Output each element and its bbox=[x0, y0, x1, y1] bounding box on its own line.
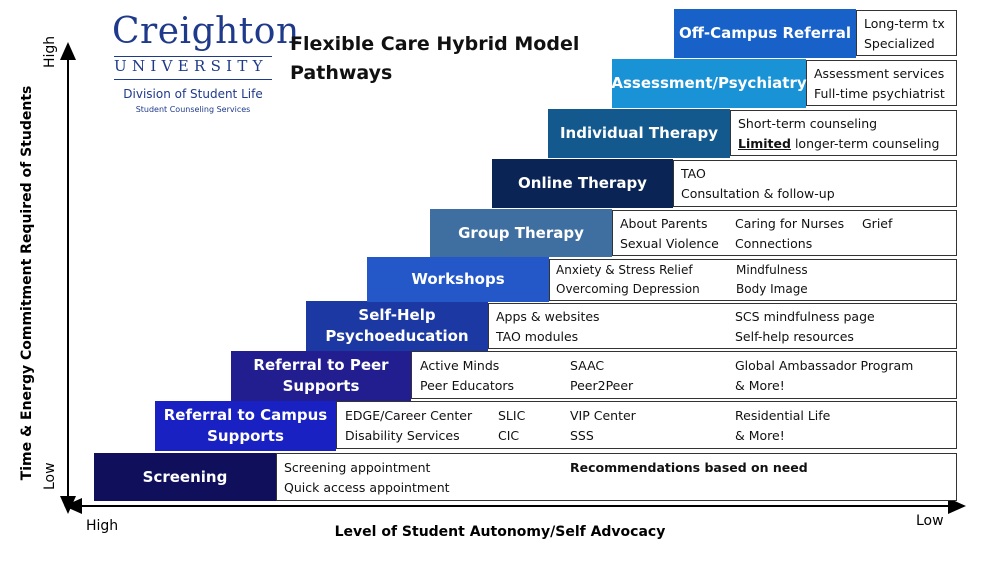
peer-item: & More! bbox=[735, 378, 785, 393]
step-screening: Screening bbox=[94, 453, 276, 501]
page-title: Flexible Care Hybrid Model Pathways bbox=[290, 30, 579, 88]
offcampus-item: Long-term tx bbox=[864, 16, 945, 31]
step-label: Psychoeducation bbox=[325, 327, 469, 345]
selfhelp-item: Self-help resources bbox=[735, 329, 854, 344]
limited-emphasis: Limited bbox=[738, 136, 791, 151]
group-item: Connections bbox=[735, 236, 813, 251]
peer-item: Active Minds bbox=[420, 358, 500, 373]
individual-item: Short-term counseling bbox=[738, 116, 878, 131]
individual-item: Limited longer-term counseling bbox=[738, 134, 940, 153]
step-self-help: Self-Help Psychoeducation bbox=[306, 301, 488, 351]
step-label: Referral to Peer bbox=[253, 356, 389, 374]
step-label: Supports bbox=[207, 427, 284, 445]
assessment-details: Assessment services Full-time psychiatri… bbox=[806, 60, 957, 106]
online-details: TAO Consultation & follow-up bbox=[673, 160, 957, 207]
campus-item: VIP Center bbox=[570, 408, 636, 423]
title-line-2: Pathways bbox=[290, 62, 393, 84]
step-group-therapy: Group Therapy bbox=[430, 209, 612, 257]
online-item: Consultation & follow-up bbox=[681, 186, 835, 201]
campus-details: EDGE/Career Center Disability Services S… bbox=[336, 401, 957, 449]
peer-item: Peer Educators bbox=[420, 378, 515, 393]
peer-item: SAAC bbox=[570, 358, 605, 373]
step-label: Referral to Campus bbox=[163, 406, 328, 424]
campus-item: EDGE/Career Center bbox=[345, 408, 473, 423]
group-item: Caring for Nurses bbox=[735, 216, 845, 231]
screening-item: Recommendations based on need bbox=[570, 460, 808, 475]
group-item: About Parents bbox=[620, 216, 708, 231]
logo-rule bbox=[114, 56, 272, 57]
offcampus-details: Long-term tx Specialized bbox=[856, 10, 957, 56]
logo-rule bbox=[114, 79, 272, 80]
workshops-details: Anxiety & Stress Relief Overcoming Depre… bbox=[549, 259, 957, 301]
assessment-item: Assessment services bbox=[814, 66, 945, 81]
x-axis-low-label: Low bbox=[916, 513, 944, 529]
y-axis-low-label: Low bbox=[42, 462, 58, 490]
offcampus-item: Specialized bbox=[864, 36, 935, 51]
peer-details: Active Minds Peer Educators SAAC Peer2Pe… bbox=[411, 351, 957, 399]
step-online-therapy: Online Therapy bbox=[492, 159, 673, 208]
step-label: Workshops bbox=[411, 270, 505, 288]
online-item: TAO bbox=[681, 166, 706, 181]
assessment-item: Full-time psychiatrist bbox=[814, 86, 945, 101]
screening-item: Screening appointment bbox=[284, 460, 431, 475]
peer-item: Global Ambassador Program bbox=[735, 358, 914, 373]
step-individual-therapy: Individual Therapy bbox=[548, 109, 730, 158]
workshops-item: Body Image bbox=[736, 282, 808, 296]
workshops-item: Mindfulness bbox=[736, 263, 808, 277]
step-label: Supports bbox=[282, 377, 360, 395]
campus-item: CIC bbox=[498, 428, 520, 443]
screening-details: Screening appointment Quick access appoi… bbox=[276, 453, 957, 501]
step-label: Screening bbox=[142, 467, 228, 486]
step-workshops: Workshops bbox=[367, 257, 549, 302]
group-item: Sexual Violence bbox=[620, 236, 719, 251]
screening-item: Quick access appointment bbox=[284, 480, 450, 495]
step-referral-campus: Referral to Campus Supports bbox=[155, 401, 336, 451]
workshops-item: Overcoming Depression bbox=[556, 282, 700, 296]
peer-item: Peer2Peer bbox=[570, 378, 634, 393]
title-line-1: Flexible Care Hybrid Model bbox=[290, 33, 580, 55]
selfhelp-item: Apps & websites bbox=[496, 309, 600, 324]
step-label: Online Therapy bbox=[518, 174, 647, 192]
x-axis-title: Level of Student Autonomy/Self Advocacy bbox=[334, 524, 666, 540]
logo-division: Division of Student Life bbox=[123, 87, 263, 101]
y-axis-title: Time & Energy Commitment Required of Stu… bbox=[19, 85, 35, 481]
campus-item: Disability Services bbox=[345, 428, 460, 443]
step-assessment-psychiatry: Assessment/Psychiatry bbox=[611, 59, 807, 108]
logo-services: Student Counseling Services bbox=[135, 105, 251, 114]
step-referral-peer: Referral to Peer Supports bbox=[231, 351, 411, 401]
individual-item-rest: longer-term counseling bbox=[790, 136, 940, 151]
selfhelp-item: TAO modules bbox=[496, 329, 579, 344]
campus-item: Residential Life bbox=[735, 408, 831, 423]
step-label: Off-Campus Referral bbox=[679, 24, 851, 42]
selfhelp-details: Apps & websites TAO modules SCS mindfuln… bbox=[488, 303, 957, 349]
group-item: Grief bbox=[862, 216, 893, 231]
step-label: Assessment/Psychiatry bbox=[611, 74, 807, 92]
y-axis-high-label: High bbox=[42, 35, 58, 68]
workshops-item: Anxiety & Stress Relief bbox=[556, 263, 693, 277]
campus-item: SLIC bbox=[498, 408, 526, 423]
step-off-campus-referral: Off-Campus Referral bbox=[674, 9, 856, 58]
x-axis-high-label: High bbox=[86, 518, 119, 534]
logo-university: UNIVERSITY bbox=[114, 57, 268, 75]
step-label: Self-Help bbox=[358, 306, 436, 324]
creighton-logo: Creighton bbox=[112, 11, 300, 52]
group-details: About Parents Sexual Violence Caring for… bbox=[612, 210, 957, 256]
campus-item: & More! bbox=[735, 428, 785, 443]
individual-details: Short-term counseling Limited longer-ter… bbox=[730, 110, 957, 156]
step-label: Group Therapy bbox=[458, 223, 584, 242]
step-label: Individual Therapy bbox=[559, 124, 719, 142]
campus-item: SSS bbox=[570, 428, 594, 443]
selfhelp-item: SCS mindfulness page bbox=[735, 309, 875, 324]
